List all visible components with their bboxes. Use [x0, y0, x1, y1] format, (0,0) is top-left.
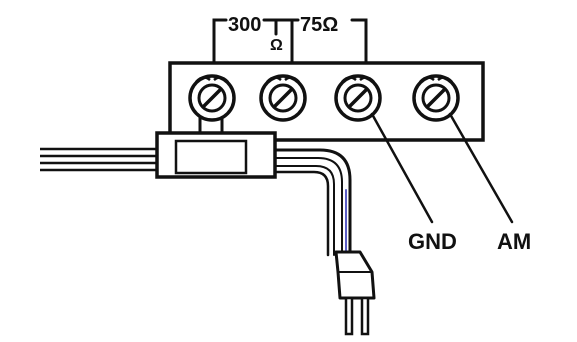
main-cable	[40, 147, 160, 172]
plug-prong-right	[360, 296, 370, 336]
cable-clamp	[155, 131, 277, 179]
gnd-leader-line	[370, 112, 434, 224]
terminal-3	[334, 74, 382, 122]
terminal-4	[412, 74, 460, 122]
label-300-unit: Ω	[270, 37, 283, 54]
label-gnd: GND	[408, 229, 457, 254]
bracket-75-ohm	[290, 18, 368, 66]
label-75: 75Ω	[300, 14, 338, 36]
am-leader-line	[448, 112, 514, 224]
plug-lead	[268, 148, 352, 257]
plug-prong-left	[344, 296, 354, 336]
terminal-2	[259, 74, 307, 122]
terminal-1	[188, 74, 236, 122]
power-plug	[334, 250, 376, 336]
label-am: AM	[497, 229, 531, 254]
label-300: 300	[228, 14, 261, 36]
